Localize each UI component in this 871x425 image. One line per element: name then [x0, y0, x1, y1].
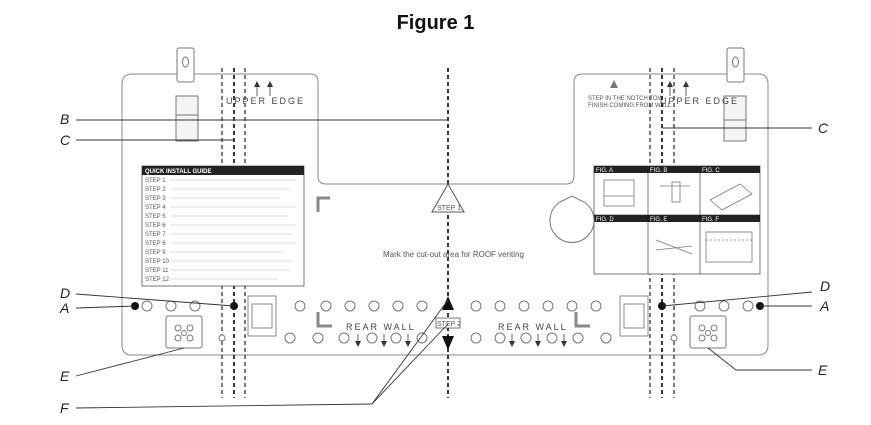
figure-panel-label: FIG. B: [650, 168, 667, 174]
figure-panel-label: FIG. C: [702, 168, 720, 174]
callout-e-left: E: [60, 368, 70, 384]
figure-panels: FIG. A FIG. B FIG. C FIG. D FIG. E FIG. …: [593, 165, 761, 275]
figure-title: Figure 1: [396, 12, 475, 34]
mounting-plate-right: [689, 315, 727, 349]
install-step: STEP 2: [145, 187, 166, 193]
install-step: STEP 12: [145, 277, 170, 283]
callout-leader-lines: [75, 119, 813, 409]
install-step: STEP 4: [145, 205, 166, 211]
small-hole: [670, 334, 678, 342]
install-step: STEP 9: [145, 250, 166, 256]
figure-panel-label: FIG. D: [596, 217, 614, 223]
install-guide-title: QUICK INSTALL GUIDE: [145, 169, 211, 175]
left-mounting-tab: [175, 47, 199, 142]
small-hole: [218, 334, 226, 342]
figure-panel-label: FIG. A: [596, 168, 613, 174]
notch-text-2: FINISH COMING FROM WALL: [588, 103, 672, 109]
install-step: STEP 3: [145, 196, 166, 202]
rear-wall-label-left: REAR WALL: [346, 322, 416, 332]
step1-marker: STEP 1: [431, 182, 465, 213]
callout-e-right: E: [818, 362, 828, 378]
step1-label: STEP 1: [437, 205, 461, 212]
notch-text-1: STEP IN THE NOTCH TOW: [588, 96, 664, 102]
callout-d-right: D: [820, 278, 830, 294]
dashed-guide-lines-left: [221, 68, 246, 398]
upper-edge-arrows-right: [667, 81, 689, 96]
callout-b: B: [60, 111, 69, 127]
mounting-plate-left: [165, 315, 203, 349]
dashed-guide-lines-right: [649, 68, 675, 398]
install-step: STEP 7: [145, 232, 166, 238]
rear-wall-arrows: [355, 334, 567, 347]
figure-panel-label: FIG. E: [650, 217, 667, 223]
corner-marks: [316, 196, 590, 328]
cutout-instruction: Mark the cut-out area for ROOF venting: [383, 250, 524, 259]
upper-edge-label-right: UPPER EDGE: [660, 96, 739, 106]
install-step: STEP 10: [145, 259, 170, 265]
upper-edge-arrows-left: [254, 81, 273, 96]
callout-c-right: C: [818, 120, 829, 136]
install-guide-steps: STEP 1 STEP 2 STEP 3 STEP 4 STEP 5 STEP …: [145, 178, 170, 283]
install-step: STEP 6: [145, 223, 166, 229]
rear-wall-label-right: REAR WALL: [498, 322, 568, 332]
quick-install-guide: QUICK INSTALL GUIDE STEP 1 STEP 2 STEP 3…: [141, 165, 305, 287]
install-step: STEP 11: [145, 268, 169, 274]
callout-a-right: A: [819, 298, 829, 314]
install-step: STEP 8: [145, 241, 166, 247]
hinge-brackets: [247, 295, 649, 337]
hang-tag: [549, 195, 595, 243]
upper-edge-label-left: UPPER EDGE: [226, 96, 305, 106]
rear-wall-holes: [141, 300, 754, 344]
step2-label: STEP 2: [437, 321, 461, 328]
install-step: STEP 1: [145, 178, 166, 184]
notch-marker-triangle: [610, 80, 618, 88]
install-step: STEP 5: [145, 214, 166, 220]
callout-d-left: D: [60, 285, 70, 301]
right-mounting-tab: [723, 47, 747, 142]
figure-panel-label: FIG. F: [702, 217, 719, 223]
step2-marker: STEP 2: [435, 296, 461, 350]
callout-a-left: A: [59, 300, 69, 316]
callout-f: F: [60, 400, 70, 416]
callout-c-left: C: [60, 132, 71, 148]
